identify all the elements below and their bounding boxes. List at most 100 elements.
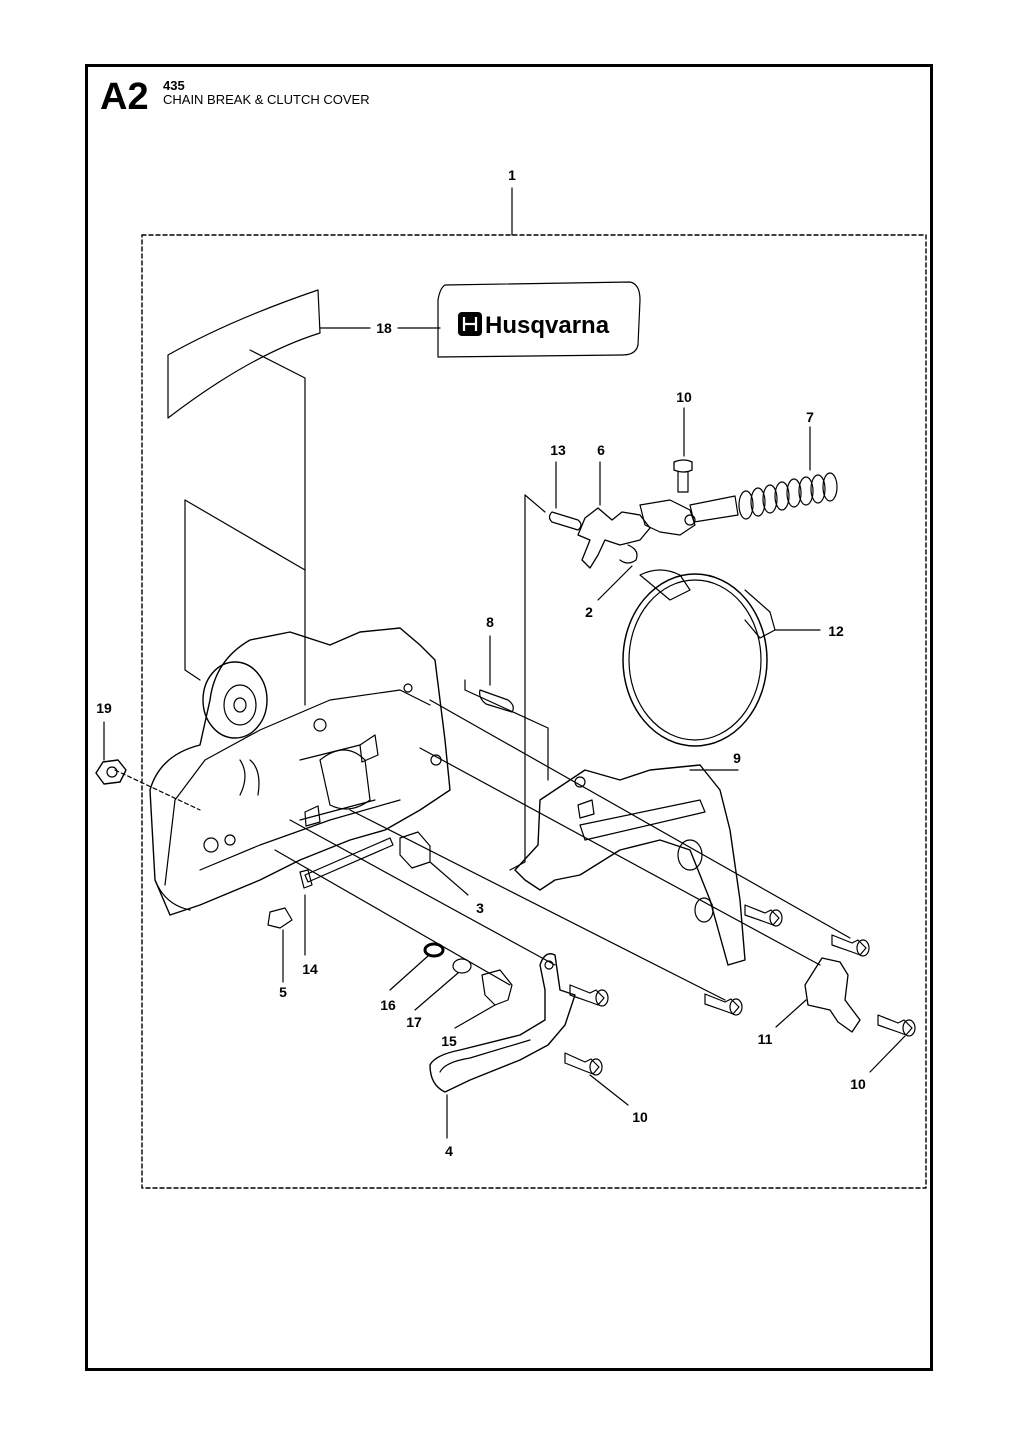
clutch-cover-body	[149, 627, 451, 916]
logo-wordmark: Husqvarna	[485, 312, 610, 339]
oring-16	[423, 942, 445, 958]
guide-decal-b	[184, 499, 201, 681]
screw-10-f	[877, 1014, 916, 1037]
front-guard-edge	[439, 1039, 531, 1073]
lever-joint	[684, 514, 696, 526]
callout-10-right: 10	[850, 1076, 866, 1092]
guide-handle-4	[289, 819, 556, 966]
brake-plate-slot	[579, 799, 706, 841]
callout-15: 15	[441, 1033, 457, 1049]
kit-boundary	[141, 234, 927, 1189]
model-number: 435	[163, 78, 185, 93]
decal-blank	[167, 289, 321, 419]
leader-10-bottom	[589, 1074, 629, 1106]
guide-brake-b	[524, 494, 546, 513]
cover-hole-5	[430, 754, 442, 766]
guide-decal-c	[184, 499, 306, 571]
husqvarna-logo: Husqvarna	[458, 312, 610, 339]
callout-7: 7	[806, 409, 814, 425]
cover-hole-1	[203, 837, 219, 853]
cover-boss-inner	[223, 684, 257, 726]
screw-10-shank	[677, 471, 689, 493]
lever-rod	[689, 495, 739, 523]
brake-plate-hole-b	[694, 897, 714, 923]
leader-10-right	[869, 1035, 906, 1073]
guide-screw-b	[429, 699, 851, 939]
leader-16	[389, 955, 429, 991]
guide-screw-a	[349, 809, 726, 1001]
front-guard-4	[429, 953, 576, 1093]
cover-detail-a	[239, 759, 260, 796]
nut-19-hole	[106, 766, 118, 778]
sheet-border	[85, 64, 933, 1371]
callout-12: 12	[828, 623, 844, 639]
leader-2	[597, 565, 633, 601]
callout-1: 1	[508, 167, 516, 183]
cover-edge-b	[299, 799, 376, 821]
callout-13: 13	[550, 442, 566, 458]
cover-lip	[154, 879, 191, 911]
screw-10-c	[704, 993, 743, 1016]
guide-pin-8	[464, 679, 549, 781]
clip-2	[619, 544, 638, 564]
brake-plate-9	[514, 764, 746, 966]
brake-plate-logo	[577, 799, 595, 819]
section-code: A2	[100, 76, 149, 118]
tension-screw-14	[304, 837, 394, 883]
callout-8: 8	[486, 614, 494, 630]
callout-19: 19	[96, 700, 112, 716]
washer-17	[452, 958, 472, 974]
cover-boss-outer	[202, 661, 268, 739]
leader-11	[775, 999, 807, 1028]
guide-bar-nut-a	[274, 849, 511, 986]
cover-11	[804, 957, 861, 1033]
front-guard-hole	[544, 960, 554, 970]
nut-19	[95, 759, 127, 785]
leader-3	[429, 861, 469, 896]
guide-nut-19	[114, 769, 201, 811]
brake-band-inner	[628, 579, 762, 741]
callout-3: 3	[476, 900, 484, 916]
callout-5: 5	[279, 984, 287, 1000]
diagram-title: CHAIN BREAK & CLUTCH COVER	[163, 92, 370, 107]
screw-10-e	[831, 934, 870, 957]
callout-14: 14	[302, 961, 318, 977]
brake-band-outer	[622, 573, 768, 747]
callout-2: 2	[585, 604, 593, 620]
tension-screw-head	[299, 869, 313, 889]
screw-10-a	[569, 984, 609, 1007]
nut-5	[267, 907, 293, 929]
brake-plate-hole-c	[574, 776, 586, 788]
cover-rib-2	[199, 799, 401, 871]
callout-6: 6	[597, 442, 605, 458]
guide-brake-a	[509, 494, 526, 871]
callout-4: 4	[445, 1143, 453, 1159]
callout-10-bottom: 10	[632, 1109, 648, 1125]
cover-logo-badge-small	[304, 805, 321, 827]
screw-10-head	[673, 459, 693, 473]
callout-10-top: 10	[676, 389, 692, 405]
lever-link	[639, 499, 696, 536]
callout-17: 17	[406, 1014, 422, 1030]
cover-hole-3	[313, 718, 327, 732]
chain-catcher-15	[481, 969, 513, 1006]
callout-9: 9	[733, 750, 741, 766]
cover-logo-badge	[359, 734, 379, 763]
screw-10-b	[564, 1052, 603, 1076]
brake-band-end	[639, 569, 691, 601]
cover-edge-a	[299, 744, 361, 761]
cover-recess	[319, 749, 371, 810]
pin-13	[548, 511, 582, 531]
cover-hole-2	[224, 834, 236, 846]
decal-logo-plate	[437, 281, 641, 358]
guide-decal-a	[249, 349, 306, 706]
cover-boss-hole	[233, 697, 247, 713]
brake-plate-hole-a	[677, 839, 703, 871]
callout-11: 11	[758, 1031, 773, 1047]
cover-hole-4	[403, 683, 413, 693]
callout-16: 16	[380, 997, 396, 1013]
lever-6	[577, 507, 651, 569]
leader-17	[414, 972, 459, 1011]
